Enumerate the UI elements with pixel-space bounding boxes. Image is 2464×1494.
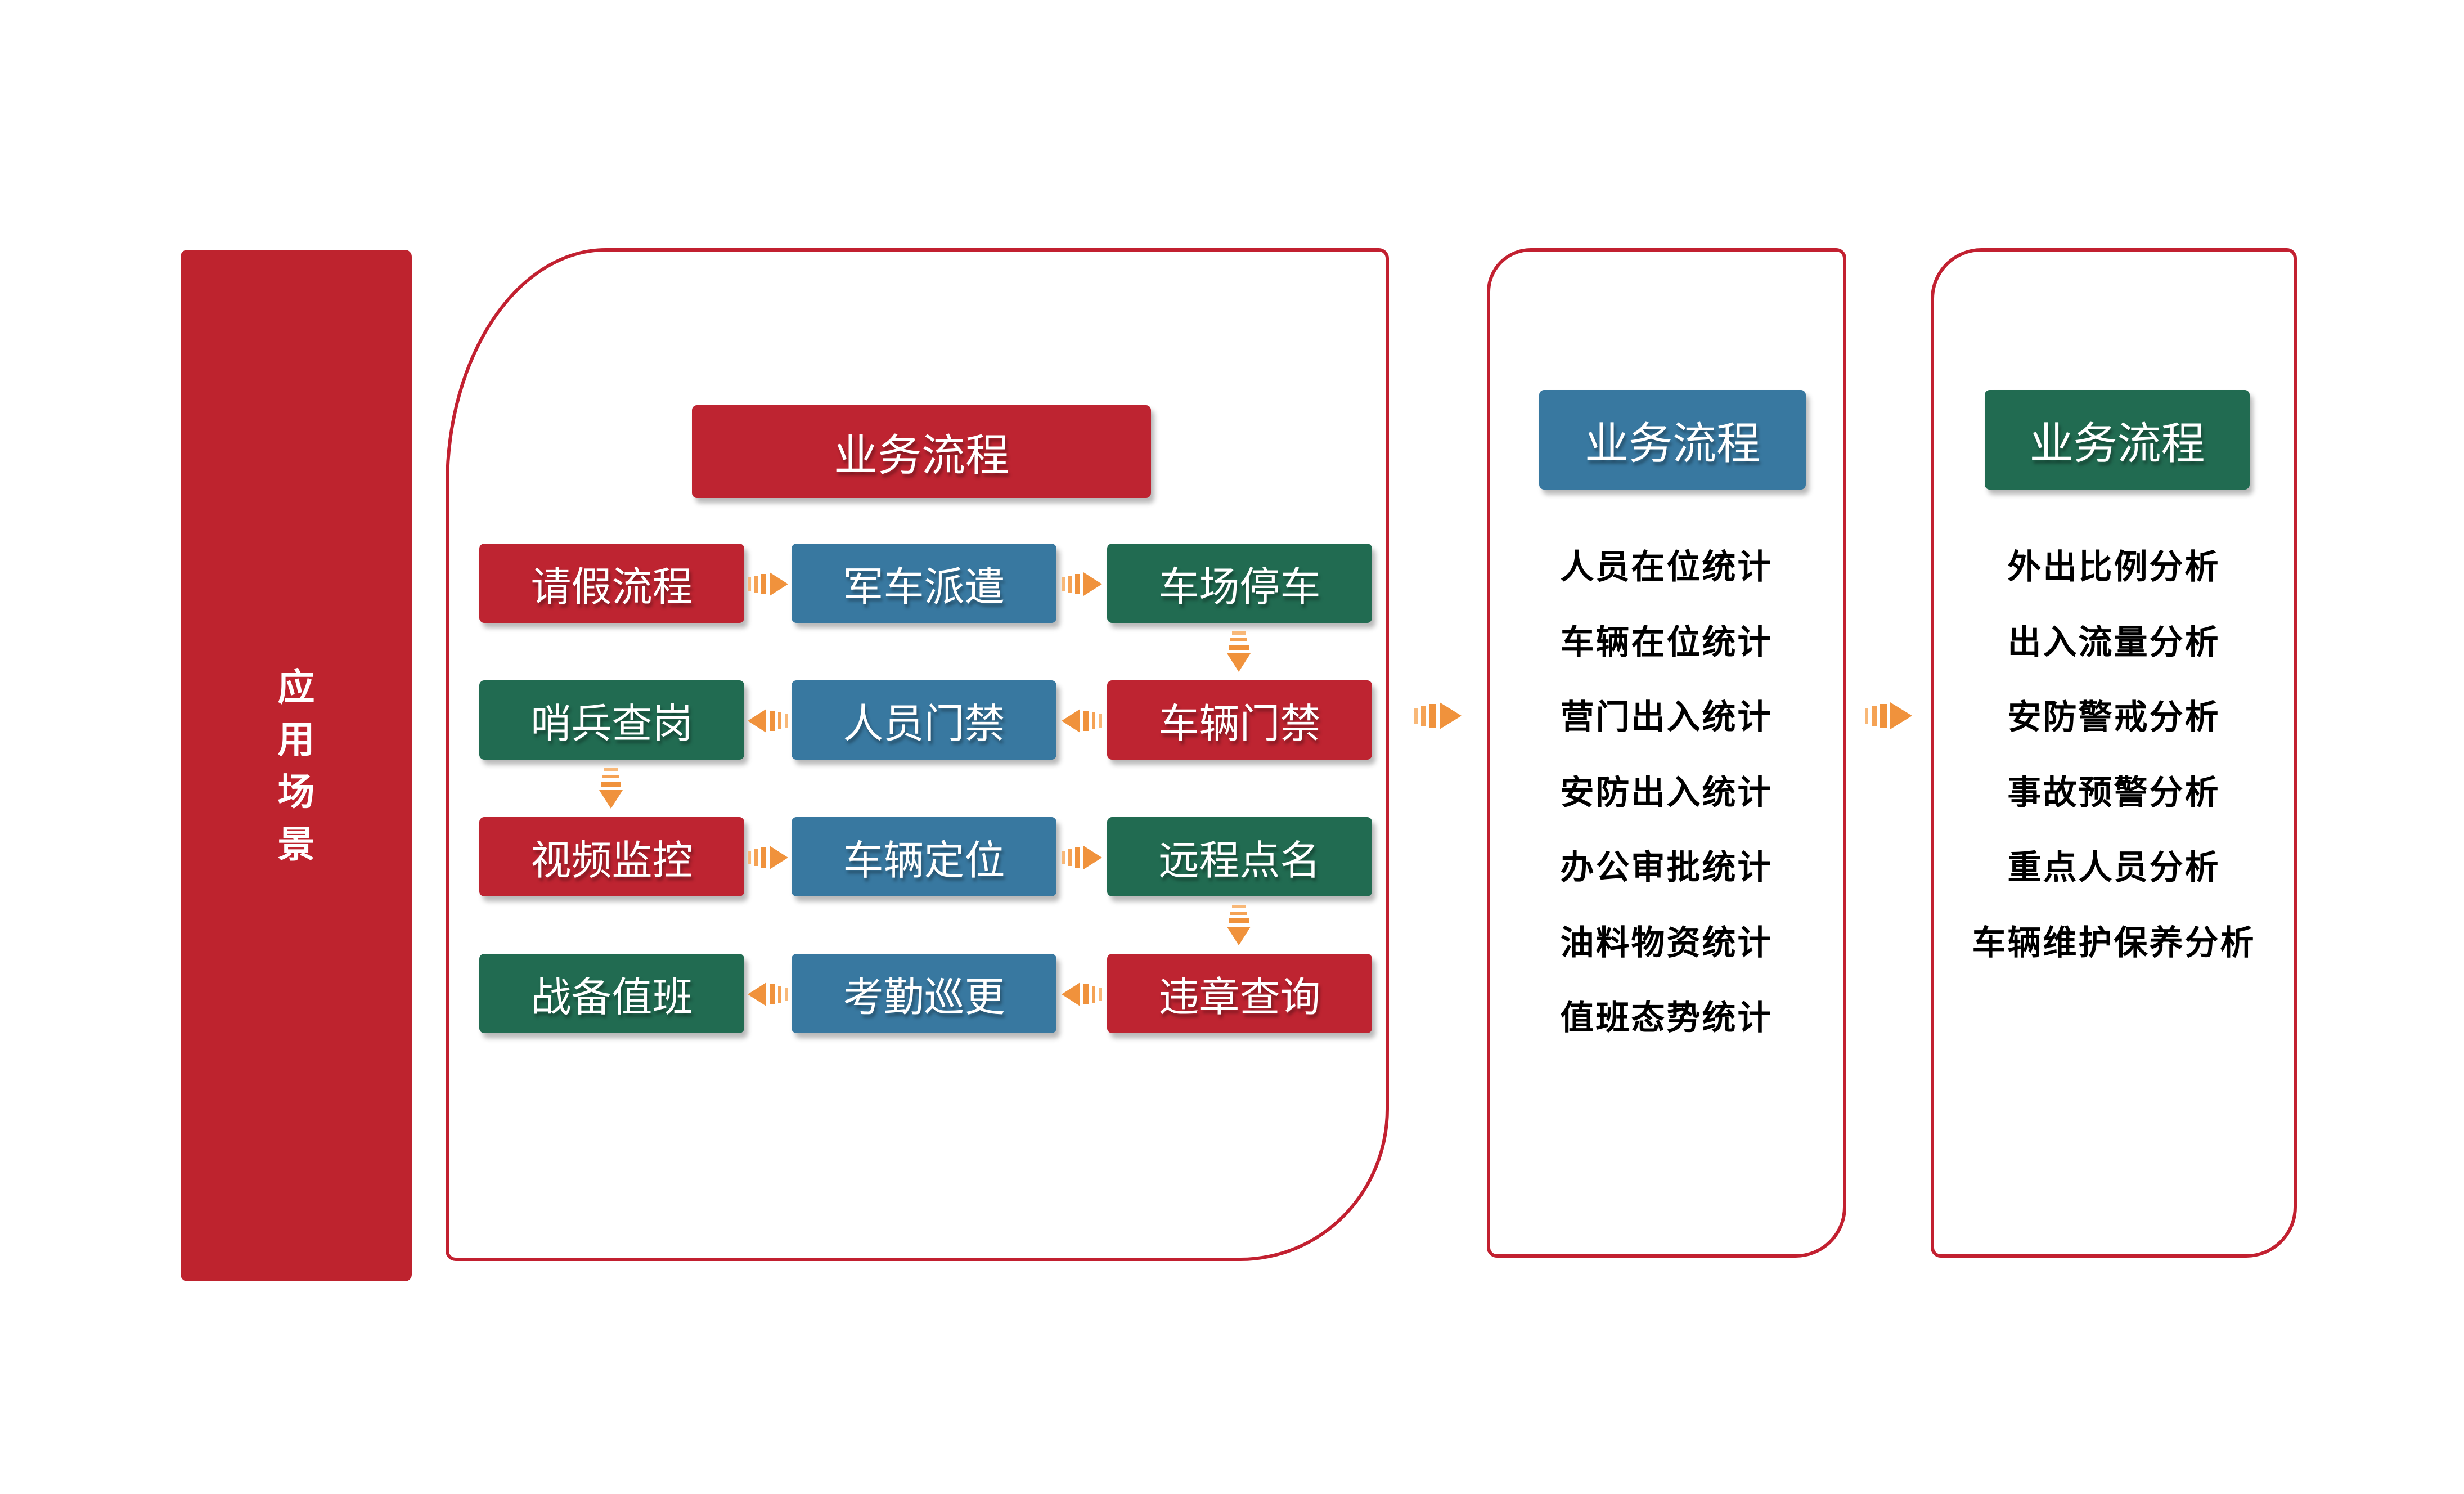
stats-list-item: 办公审批统计 — [1560, 849, 1773, 887]
stats-list-item: 值班态势统计 — [1560, 999, 1773, 1037]
banner-char: 用 — [277, 719, 315, 760]
flow-arrow-right-icon — [748, 846, 788, 869]
flow-arrow-left-icon — [748, 709, 788, 733]
analysis-list: 外出比例分析 出入流量分析 安防警戒分析 事故预警分析 重点人员分析 车辆维护保… — [1934, 527, 2294, 977]
flow-box-video-surveillance: 视频监控 — [479, 817, 744, 896]
panel-arrow-right-icon — [1865, 702, 1912, 729]
flow-box-military-vehicle-dispatch: 军车派遣 — [792, 544, 1056, 623]
stats-list-item: 营门出入统计 — [1560, 698, 1773, 737]
stats-panel: 业务流程 人员在位统计 车辆在位统计 营门出入统计 安防出入统计 办公审批统计 … — [1487, 248, 1846, 1258]
workflow-panel: 业务流程 请假流程 军车派遣 车场停车 哨兵查岗 人员门禁 车辆门禁 视频监控 … — [446, 248, 1389, 1261]
stats-list-item: 人员在位统计 — [1560, 548, 1773, 586]
flow-box-personnel-access: 人员门禁 — [792, 680, 1056, 760]
workflow-panel-title: 业务流程 — [692, 405, 1151, 498]
flow-arrow-right-icon — [1062, 846, 1102, 869]
panel-arrow-right-icon — [1414, 702, 1462, 729]
flow-arrow-left-icon — [1062, 709, 1102, 733]
analysis-list-item: 重点人员分析 — [2007, 849, 2220, 887]
flow-box-parking: 车场停车 — [1107, 544, 1372, 623]
analysis-list-item: 车辆维护保养分析 — [1972, 923, 2256, 962]
flow-box-violation-query: 违章查询 — [1107, 954, 1372, 1033]
analysis-list-item: 事故预警分析 — [2007, 773, 2220, 811]
stats-list-item: 安防出入统计 — [1560, 773, 1773, 811]
flow-arrow-down-icon — [599, 768, 623, 809]
banner-char: 景 — [277, 823, 315, 865]
flow-arrow-left-icon — [1062, 982, 1102, 1006]
banner-char: 场 — [277, 771, 315, 813]
analysis-panel-title: 业务流程 — [1985, 390, 2250, 490]
flow-arrow-down-icon — [1227, 905, 1251, 945]
stats-list: 人员在位统计 车辆在位统计 营门出入统计 安防出入统计 办公审批统计 油料物资统… — [1490, 527, 1843, 1053]
analysis-panel: 业务流程 外出比例分析 出入流量分析 安防警戒分析 事故预警分析 重点人员分析 … — [1931, 248, 2297, 1258]
stats-list-item: 车辆在位统计 — [1560, 623, 1773, 661]
flow-arrow-down-icon — [1227, 631, 1251, 672]
flow-arrow-right-icon — [748, 572, 788, 596]
analysis-list-item: 出入流量分析 — [2007, 623, 2220, 661]
banner-char: 应 — [277, 666, 315, 708]
flow-box-leave-process: 请假流程 — [479, 544, 744, 623]
flow-arrow-left-icon — [748, 982, 788, 1006]
application-scenarios-banner: 应 用 场 景 — [181, 250, 412, 1281]
flow-box-sentry-check: 哨兵查岗 — [479, 680, 744, 760]
flow-box-combat-duty: 战备值班 — [479, 954, 744, 1033]
analysis-list-item: 外出比例分析 — [2007, 548, 2220, 586]
stats-panel-title: 业务流程 — [1539, 390, 1806, 490]
flow-box-vehicle-access: 车辆门禁 — [1107, 680, 1372, 760]
flow-arrow-right-icon — [1062, 572, 1102, 596]
analysis-list-item: 安防警戒分析 — [2007, 698, 2220, 737]
stats-list-item: 油料物资统计 — [1560, 923, 1773, 962]
flow-box-remote-rollcall: 远程点名 — [1107, 817, 1372, 896]
flow-box-attendance-patrol: 考勤巡更 — [792, 954, 1056, 1033]
flow-box-vehicle-positioning: 车辆定位 — [792, 817, 1056, 896]
